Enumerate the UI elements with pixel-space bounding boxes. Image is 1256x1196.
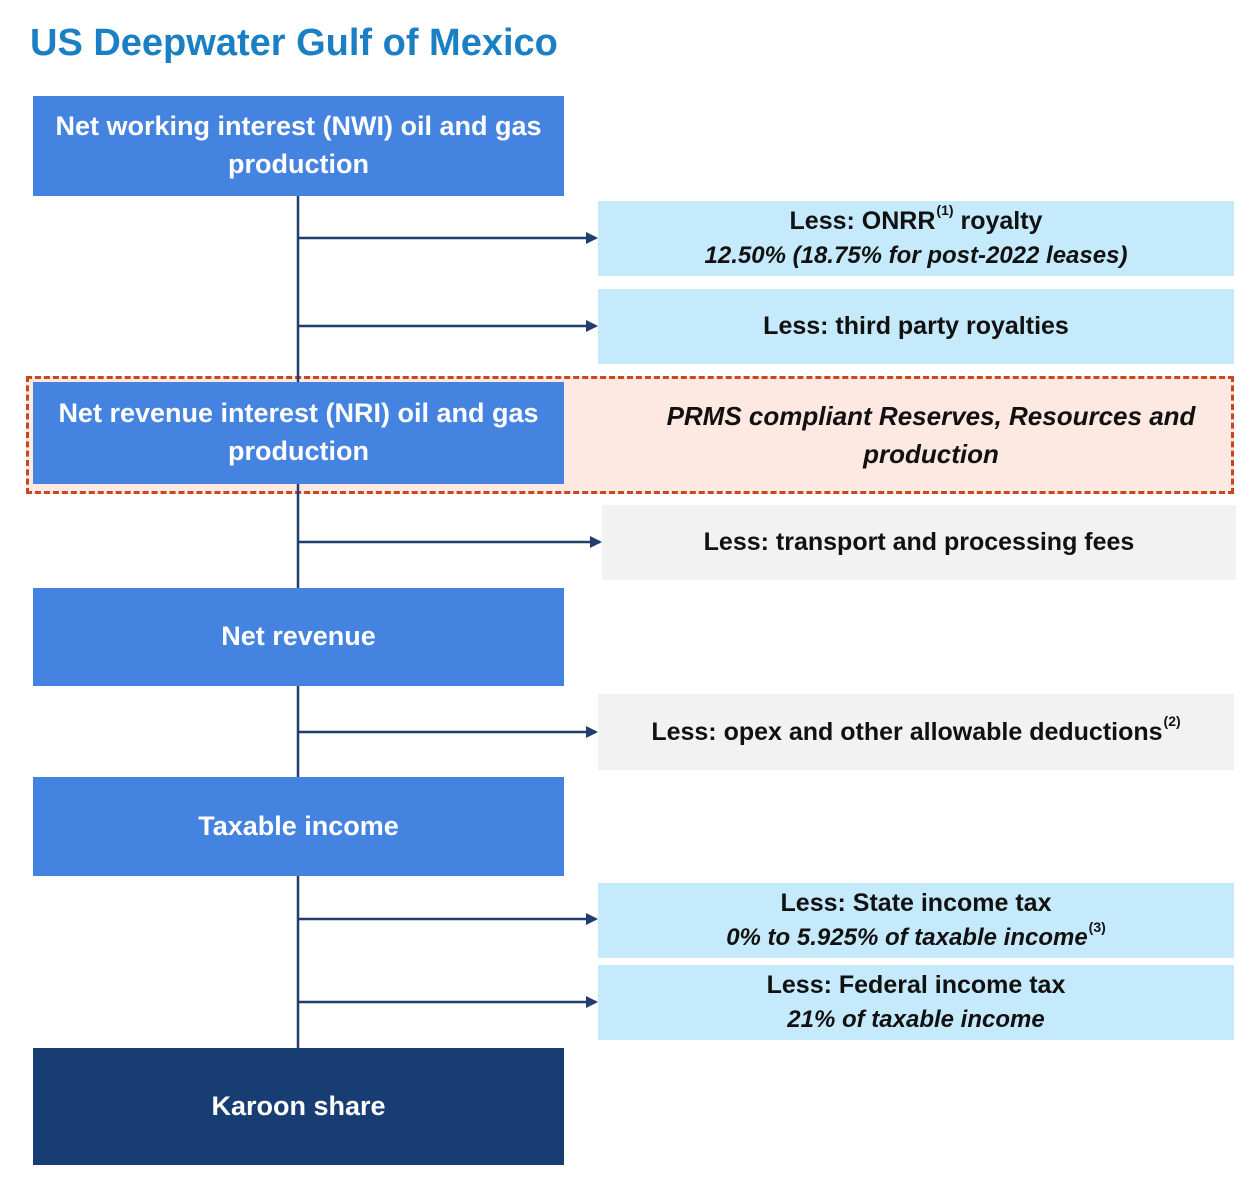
- transport-fees-box: Less: transport and processing fees: [602, 505, 1236, 580]
- karoon-share-box: Karoon share: [33, 1048, 564, 1165]
- nri-line2: production: [228, 436, 369, 466]
- net-revenue-label: Net revenue: [221, 621, 376, 652]
- prms-note-line1: PRMS compliant Reserves, Resources and: [666, 401, 1196, 431]
- nri-line1: Net revenue interest (NRI) oil and gas: [58, 398, 539, 429]
- net-revenue-box: Net revenue: [33, 588, 564, 686]
- taxable-income-box: Taxable income: [33, 777, 564, 876]
- onrr-royalty-box: Less: ONRR(1) royalty 12.50% (18.75% for…: [598, 201, 1234, 276]
- third-party-royalties-box: Less: third party royalties: [598, 289, 1234, 364]
- state-tax-label: Less: State income tax: [780, 889, 1052, 918]
- opex-text: Less: opex and other allowable deduction…: [651, 717, 1163, 746]
- opex-box: Less: opex and other allowable deduction…: [598, 694, 1234, 770]
- nwi-line2: production: [228, 149, 369, 179]
- opex-label: Less: opex and other allowable deduction…: [651, 712, 1181, 750]
- onrr-suffix: royalty: [953, 207, 1043, 236]
- federal-tax-box: Less: Federal income tax 21% of taxable …: [598, 965, 1234, 1040]
- prms-note: PRMS compliant Reserves, Resources and p…: [648, 398, 1214, 473]
- karoon-share-label: Karoon share: [211, 1090, 386, 1121]
- onrr-prefix: Less: ONRR: [789, 207, 936, 236]
- state-tax-rate-line: 0% to 5.925% of taxable income(3): [726, 919, 1106, 955]
- onrr-footnote: (1): [936, 202, 954, 219]
- transport-label: Less: transport and processing fees: [703, 528, 1135, 556]
- taxable-income-label: Taxable income: [198, 810, 399, 841]
- state-tax-rate: 0% to 5.925% of taxable income: [726, 924, 1088, 952]
- federal-tax-rate: 21% of taxable income: [787, 1006, 1045, 1034]
- state-tax-box: Less: State income tax 0% to 5.925% of t…: [598, 883, 1234, 958]
- nwi-box: Net working interest (NWI) oil and gas p…: [33, 96, 564, 196]
- state-tax-footnote: (3): [1088, 919, 1106, 936]
- prms-note-line2: production: [863, 438, 999, 469]
- page-title: US Deepwater Gulf of Mexico: [30, 22, 558, 64]
- third-party-label: Less: third party royalties: [763, 312, 1069, 340]
- nri-box: Net revenue interest (NRI) oil and gas p…: [33, 382, 564, 484]
- nwi-line1: Net working interest (NWI) oil and gas: [55, 111, 542, 142]
- onrr-rate: 12.50% (18.75% for post-2022 leases): [704, 242, 1128, 270]
- federal-tax-label: Less: Federal income tax: [766, 971, 1066, 1000]
- opex-footnote: (2): [1163, 712, 1181, 729]
- onrr-label: Less: ONRR(1) royalty: [789, 202, 1043, 239]
